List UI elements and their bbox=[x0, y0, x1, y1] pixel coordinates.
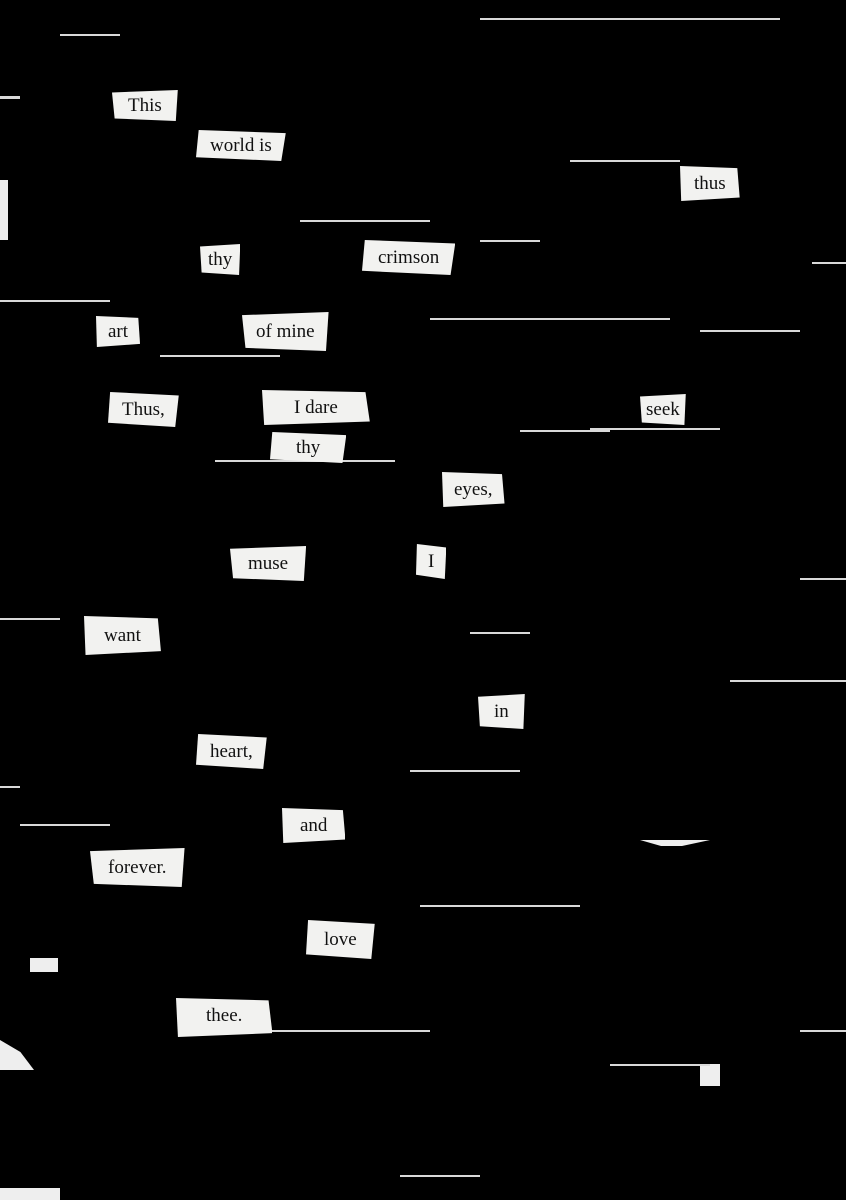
poem-word: I dare bbox=[262, 390, 370, 425]
poem-word: world is bbox=[196, 130, 286, 161]
poem-word: and bbox=[282, 808, 346, 843]
poem-word: eyes, bbox=[442, 472, 505, 507]
paper-streak bbox=[812, 262, 846, 264]
paper-streak bbox=[480, 18, 780, 20]
poem-word: art bbox=[96, 316, 141, 347]
paper-scrap bbox=[700, 1064, 720, 1086]
paper-streak bbox=[0, 96, 20, 99]
poem-word: heart, bbox=[196, 734, 267, 769]
paper-streak bbox=[520, 430, 610, 432]
poem-word: in bbox=[478, 694, 525, 729]
paper-streak bbox=[610, 1064, 710, 1066]
paper-scrap bbox=[30, 958, 58, 972]
paper-streak bbox=[700, 330, 800, 332]
poem-word: thy bbox=[200, 244, 241, 275]
paper-streak bbox=[400, 1175, 480, 1177]
paper-scrap bbox=[0, 180, 8, 240]
poem-word: love bbox=[306, 920, 375, 959]
paper-streak bbox=[470, 632, 530, 634]
paper-streak bbox=[430, 318, 670, 320]
poem-word: muse bbox=[230, 546, 307, 581]
poem-word: seek bbox=[640, 394, 686, 425]
paper-streak bbox=[420, 905, 580, 907]
paper-scrap bbox=[0, 1040, 34, 1070]
poem-word: thy bbox=[270, 432, 347, 463]
poem-word: thee. bbox=[176, 998, 273, 1037]
poem-word: I bbox=[416, 544, 447, 579]
paper-streak bbox=[410, 770, 520, 772]
paper-streak bbox=[800, 578, 846, 580]
poem-word: Thus, bbox=[108, 392, 179, 427]
paper-streak bbox=[300, 220, 430, 222]
paper-scrap bbox=[0, 1188, 60, 1200]
paper-streak bbox=[480, 240, 540, 242]
paper-streak bbox=[60, 34, 120, 36]
paper-streak bbox=[590, 428, 720, 430]
poem-word: forever. bbox=[90, 848, 185, 887]
paper-streak bbox=[570, 160, 680, 162]
paper-streak bbox=[800, 1030, 846, 1032]
paper-streak bbox=[0, 300, 110, 302]
poem-word: thus bbox=[680, 166, 740, 201]
poem-word: crimson bbox=[362, 240, 456, 275]
paper-streak bbox=[0, 786, 20, 788]
paper-streak bbox=[160, 355, 280, 357]
poem-word: This bbox=[112, 90, 178, 121]
paper-streak bbox=[260, 1030, 430, 1032]
poem-word: want bbox=[84, 616, 161, 655]
paper-streak bbox=[20, 824, 110, 826]
paper-scrap bbox=[640, 840, 710, 846]
paper-streak bbox=[0, 618, 60, 620]
poem-word: of mine bbox=[242, 312, 329, 351]
paper-streak bbox=[730, 680, 846, 682]
